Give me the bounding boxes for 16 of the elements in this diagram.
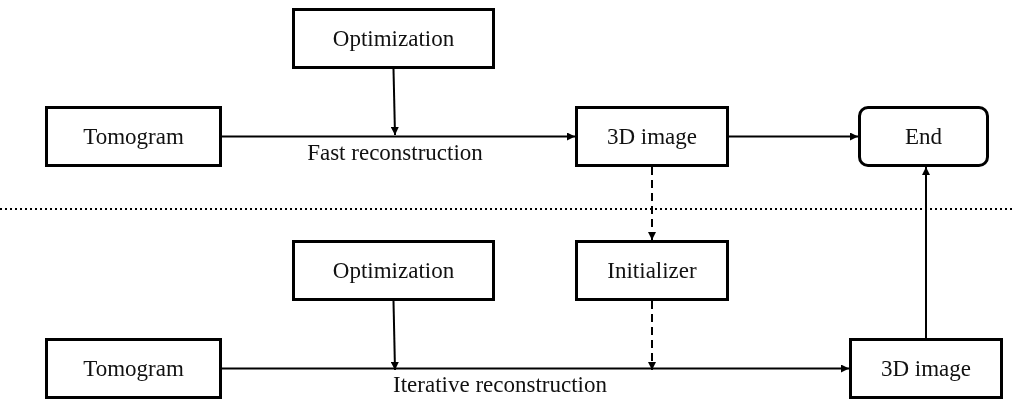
arrow [221,132,576,141]
arrow [648,166,656,241]
process-box: Optimization [292,8,495,69]
process-box: Tomogram [45,338,222,399]
terminal-box: End [858,106,989,167]
process-box: Optimization [292,240,495,301]
arrow [648,300,656,371]
arrow [922,166,930,339]
process-box: Initializer [575,240,729,301]
arrow [390,300,399,371]
arrow [221,364,850,373]
arrow [390,68,399,136]
arrow [728,132,859,141]
process-box: 3D image [575,106,729,167]
process-box: 3D image [849,338,1003,399]
process-box: Tomogram [45,106,222,167]
